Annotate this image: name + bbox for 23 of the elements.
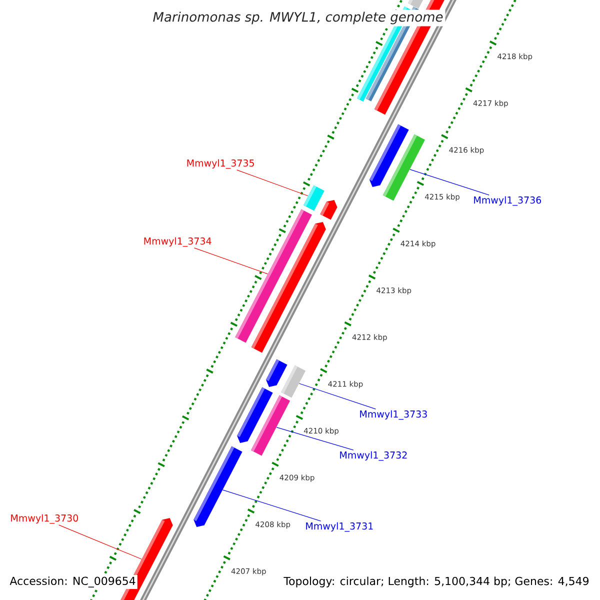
accession-text: Accession: NC_009654 — [8, 575, 138, 589]
gene-feature — [280, 365, 306, 398]
gene-feature — [382, 134, 426, 201]
leader-line — [222, 490, 322, 522]
leader-line — [410, 169, 490, 196]
leader-line — [236, 170, 308, 196]
leader-line — [58, 524, 142, 560]
gene-label: Mmwyl1_3732 — [340, 451, 407, 461]
gene-label: Mmwyl1_3736 — [474, 196, 542, 206]
gene-feature — [250, 395, 290, 456]
leader-line — [194, 248, 268, 274]
gene-feature — [235, 209, 312, 343]
gene-feature — [303, 185, 324, 211]
title: Marinomonas sp. MWYL1, complete genome — [150, 10, 446, 26]
gene-label: Mmwyl1_3730 — [11, 514, 78, 524]
gene-label: Mmwyl1_3731 — [306, 522, 373, 532]
gene-label: Mmwyl1_3733 — [360, 410, 427, 420]
genome-info-text: Topology: circular; Length: 5,100,344 bp; Genes: 4,549 — [282, 575, 591, 589]
gene-label: Mmwyl1_3734 — [144, 237, 212, 247]
gene-label: Mmwyl1_3735 — [187, 159, 254, 169]
gene-feature — [194, 446, 242, 527]
leader-line — [298, 383, 376, 410]
leader-line — [276, 427, 354, 450]
